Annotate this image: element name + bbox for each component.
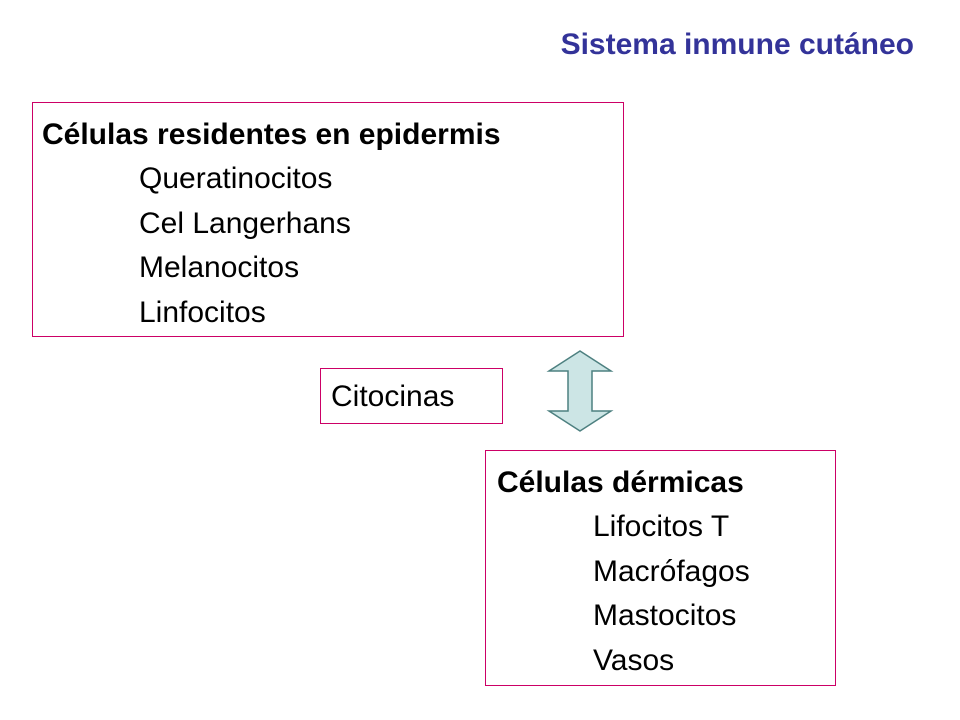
slide-title: Sistema inmune cutáneo — [560, 28, 914, 61]
epidermis-box: Células residentes en epidermis Queratin… — [32, 102, 624, 337]
dermis-item: Vasos — [593, 643, 675, 677]
citocinas-box: Citocinas — [320, 368, 503, 424]
dermis-item: Macrófagos — [593, 554, 750, 588]
citocinas-label: Citocinas — [331, 380, 455, 413]
epidermis-item: Melanocitos — [139, 251, 300, 284]
epidermis-item: Linfocitos — [139, 295, 266, 329]
dermis-item: Lifocitos T — [593, 510, 730, 543]
epidermis-item: Cel Langerhans — [139, 206, 351, 240]
epidermis-heading: Células residentes en epidermis — [42, 118, 501, 151]
dermis-item: Mastocitos — [593, 599, 737, 632]
dermis-box: Células dérmicas Lifocitos T Macrófagos … — [485, 450, 836, 686]
dermis-heading: Células dérmicas — [497, 466, 744, 499]
epidermis-item: Queratinocitos — [139, 162, 333, 195]
arrow-shape — [546, 350, 614, 432]
double-headed-arrow-icon — [546, 350, 614, 432]
